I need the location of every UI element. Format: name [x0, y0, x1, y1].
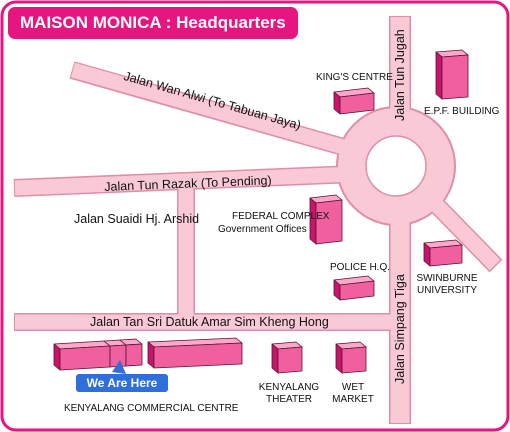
road-wan-alwi	[70, 62, 385, 166]
label-police-hq: POLICE H.Q.	[330, 262, 391, 273]
we-are-here-marker: We Are Here	[76, 374, 168, 392]
label-swinburne-line2: UNIVERSITY	[416, 285, 477, 296]
label-swinburne-line1: SWINBURNE	[416, 273, 478, 284]
road-label-tan-sri: Jalan Tan Sri Datuk Amar Sim Kheng Hong	[90, 315, 329, 329]
building-kenyalang-theater	[271, 341, 303, 374]
buildings	[53, 49, 469, 374]
building-swinburne	[423, 239, 463, 267]
label-kenyalang-theater-line1: KENYALANG	[258, 382, 320, 393]
marker-pointer	[112, 360, 126, 374]
road-label-simpang-tiga: Jalan Simpang Tiga	[393, 274, 407, 384]
page-title: MAISON MONICA : Headquarters	[8, 7, 298, 39]
label-kenyalang-commercial-centre: KENYALANG COMMERCIAL CENTRE	[64, 403, 239, 414]
label-epf-building: E.P.F. BUILDING	[424, 106, 500, 117]
building-federal-complex	[309, 194, 343, 245]
roundabout-island	[366, 136, 426, 196]
building-kenyalang-commercial-centre	[53, 337, 243, 371]
building-wet-market	[335, 341, 367, 374]
roundabout	[338, 108, 454, 224]
building-kings-centre	[333, 87, 375, 115]
road-tun-razak	[14, 166, 356, 196]
building-police-hq	[333, 275, 375, 301]
road-label-suaidi: Jalan Suaidi Hj. Arshid	[74, 212, 200, 226]
label-government-offices: Government Offices	[218, 224, 307, 235]
road-label-tun-jugah: Jalan Tun Jugah	[393, 29, 407, 121]
building-epf	[435, 49, 469, 100]
road-fills	[14, 17, 501, 423]
label-wet-market-line2: MARKET	[332, 394, 374, 405]
label-kings-centre: KING'S CENTRE	[316, 72, 393, 83]
label-wet-market-line1: WET	[341, 382, 365, 393]
label-kenyalang-theater-line2: THEATER	[266, 394, 312, 405]
label-federal-complex: FEDERAL COMPLEX	[232, 211, 330, 222]
